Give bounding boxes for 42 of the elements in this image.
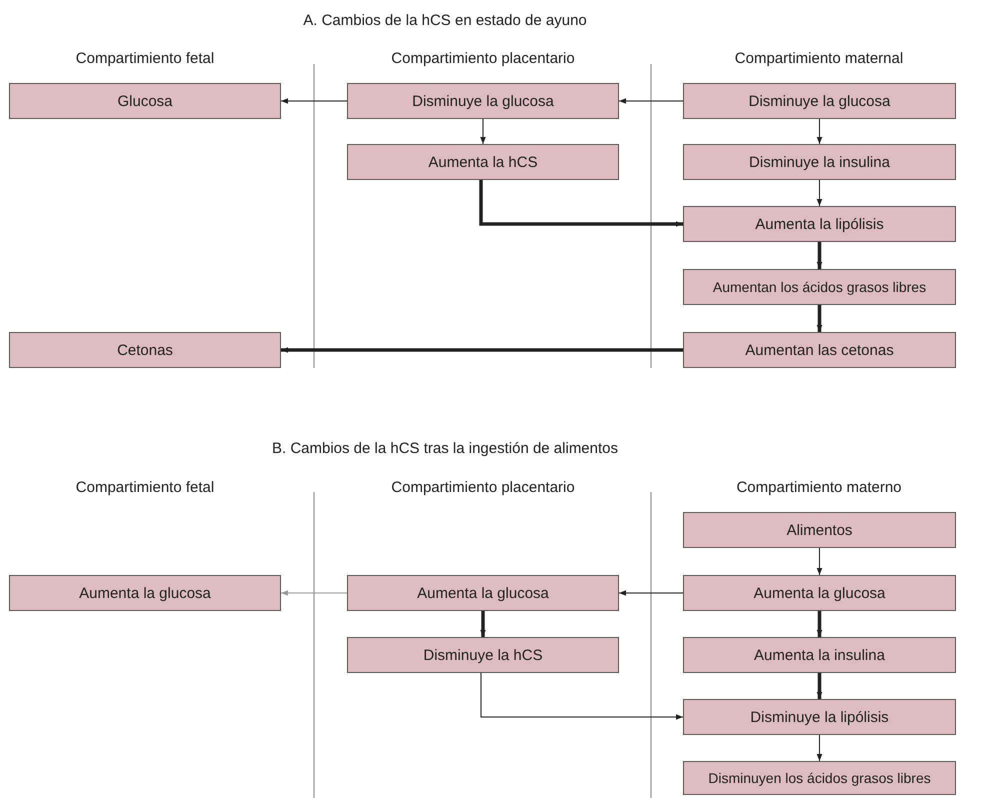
column-header: Compartimiento materno (736, 479, 902, 496)
process-box: Aumentan los ácidos grasos libres (683, 269, 956, 305)
arrow (816, 180, 822, 206)
process-box: Disminuye la insulina (683, 144, 956, 180)
process-box: Aumenta la glucosa (683, 575, 956, 611)
arrow (480, 672, 684, 720)
arrow (480, 611, 486, 637)
process-box: Disminuye la glucosa (683, 83, 956, 119)
process-box: Disminuye la lipólisis (683, 699, 956, 735)
column-header: Compartimiento fetal (76, 50, 214, 67)
arrow (618, 590, 684, 596)
arrow (281, 347, 683, 353)
arrow (816, 734, 822, 762)
process-box: Aumenta la glucosa (347, 575, 619, 611)
process-box: Disminuyen los ácidos grasos libres (683, 761, 956, 795)
arrow (816, 242, 822, 269)
process-box: Glucosa (9, 83, 281, 119)
arrow (280, 590, 348, 596)
arrow (480, 118, 486, 144)
section-title: B. Cambios de la hCS tras la ingestión de alimentos (272, 440, 618, 457)
process-box: Aumenta la glucosa (9, 575, 281, 611)
arrow (816, 548, 822, 576)
section-title: A. Cambios de la hCS en estado de ayuno (303, 12, 587, 29)
arrow (280, 98, 348, 104)
arrow (479, 180, 683, 227)
column-header: Compartimiento fetal (76, 479, 214, 496)
column-header: Compartimiento maternal (734, 50, 904, 67)
arrow (816, 118, 822, 144)
column-header: Compartimiento placentario (391, 479, 575, 496)
process-box: Aumenta la hCS (347, 144, 619, 180)
process-box: Aumenta la insulina (683, 637, 956, 673)
column-header: Compartimiento placentario (391, 50, 575, 67)
process-box: Disminuye la glucosa (347, 83, 619, 119)
process-box: Cetonas (9, 332, 281, 368)
arrow (816, 673, 822, 699)
process-box: Aumenta la lipólisis (683, 206, 956, 242)
process-box: Alimentos (683, 512, 956, 548)
arrow (618, 98, 684, 104)
arrow (816, 305, 822, 332)
process-box: Disminuye la hCS (347, 637, 619, 673)
process-box: Aumentan las cetonas (683, 332, 956, 368)
arrow (816, 611, 822, 637)
